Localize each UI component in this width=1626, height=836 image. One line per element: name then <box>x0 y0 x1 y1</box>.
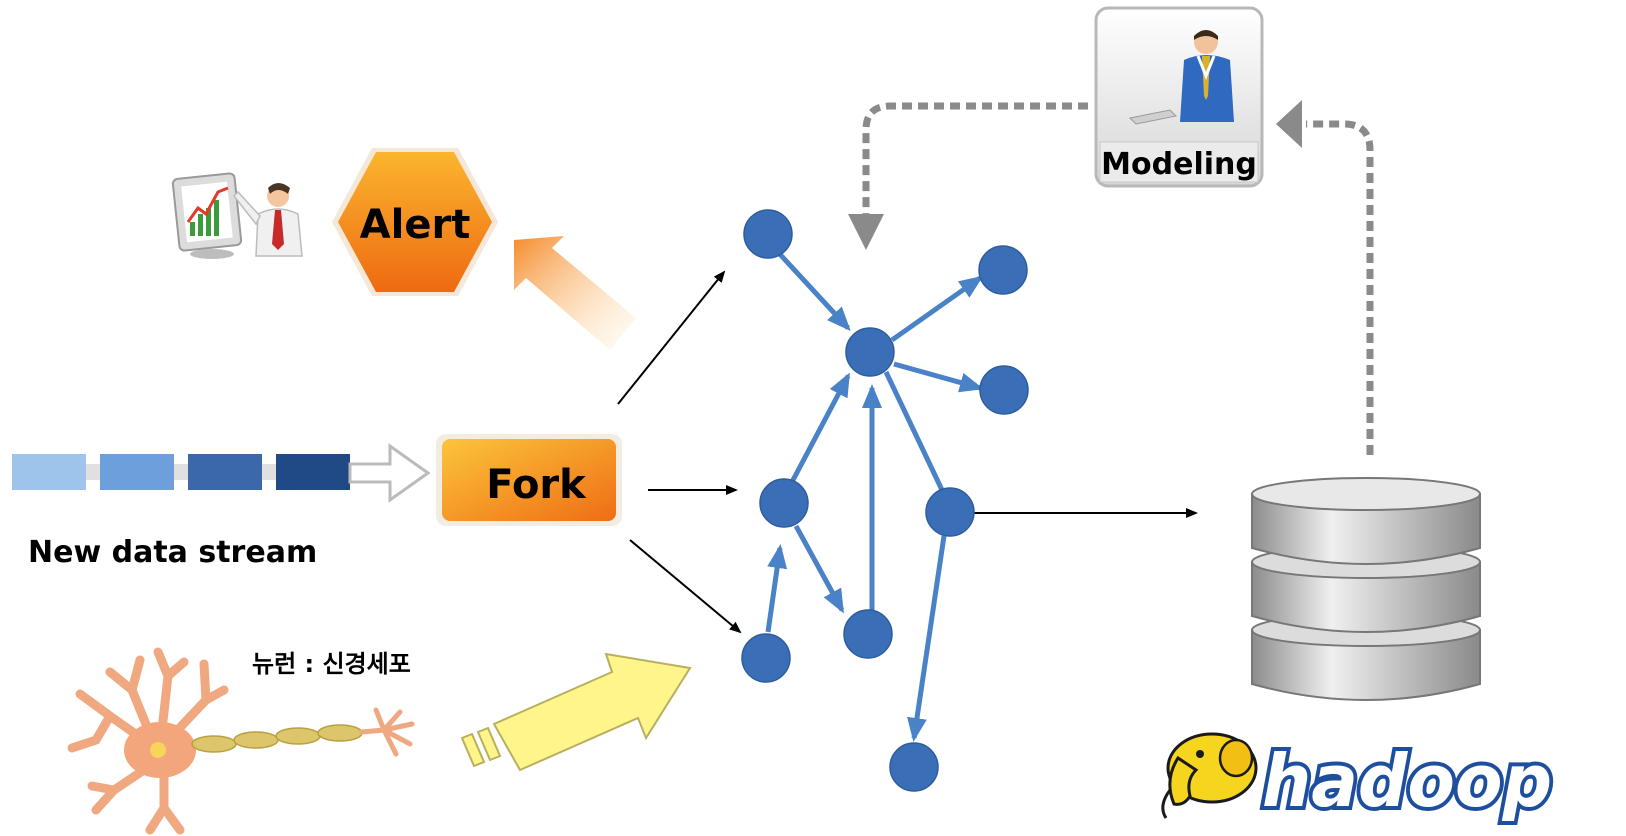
stream-arrow-icon <box>348 443 431 503</box>
graph-edges <box>765 248 984 742</box>
modeling-label: Modeling <box>1101 147 1257 182</box>
fat-alert-arrow <box>514 236 636 350</box>
graph-node <box>743 209 793 259</box>
data-stream <box>12 443 431 503</box>
fork-label: Fork <box>486 462 587 508</box>
feedback-arrowhead-down-icon <box>848 214 884 250</box>
neuron-label: 뉴런 : 신경세포 <box>252 650 411 678</box>
graph-node <box>843 609 893 659</box>
stream-block-2 <box>100 454 174 490</box>
stream-block-1 <box>12 454 86 490</box>
graph-node <box>845 327 895 377</box>
fork-arrow-up <box>617 270 726 405</box>
database-cylinder-icon <box>1251 477 1481 701</box>
new-data-stream-label: New data stream <box>28 535 317 570</box>
graph-node <box>741 633 791 683</box>
hadoop-wordmark: hadoop <box>1262 739 1552 823</box>
neuron-cell-icon <box>67 647 415 835</box>
graph-node <box>759 478 809 528</box>
presenter-chart-icon <box>171 172 303 259</box>
graph-node <box>925 487 975 537</box>
fork-box: Fork <box>436 434 622 526</box>
feedback-arrowhead-left-icon <box>1276 100 1302 148</box>
modeling-box: Modeling <box>1094 6 1264 188</box>
graph-nodes <box>741 209 1029 792</box>
stream-block-3 <box>188 454 262 490</box>
hadoop-elephant-logo: hadoop <box>1161 732 1556 827</box>
alert-label: Alert <box>360 202 471 248</box>
feedback-loop <box>862 102 1374 455</box>
yellow-arrow-icon <box>460 652 692 772</box>
alert-hexagon: Alert <box>332 148 498 296</box>
stream-block-4 <box>276 454 350 490</box>
graph-node <box>979 365 1029 415</box>
graph-node <box>978 245 1028 295</box>
businessman-computer-icon <box>1128 30 1234 125</box>
graph-node <box>889 742 939 792</box>
fork-arrow-down <box>629 539 742 634</box>
